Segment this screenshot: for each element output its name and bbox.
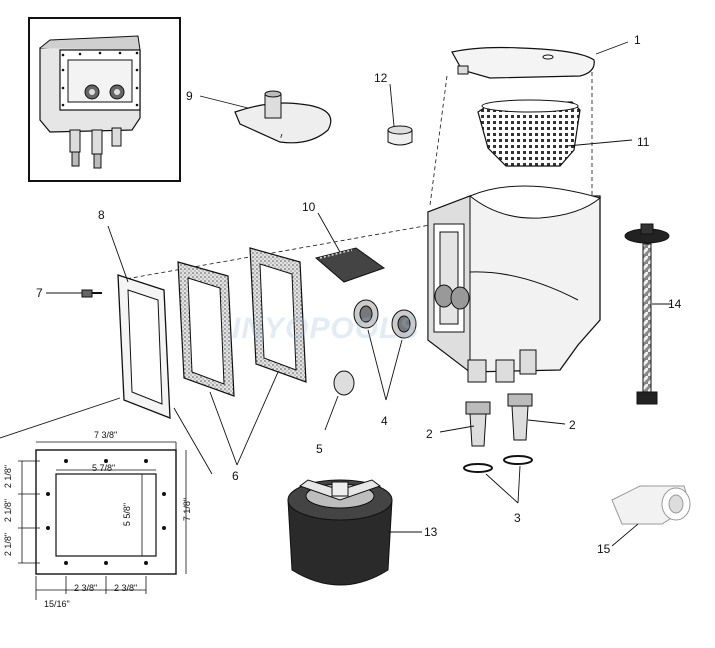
part-12-cap <box>387 125 413 146</box>
callout-4: 4 <box>381 414 388 428</box>
dim-left-spacing-top: 2 1/8" <box>3 464 14 489</box>
assembly-lines <box>119 72 593 281</box>
callout-12: 12 <box>374 71 388 85</box>
leader-lines <box>0 41 672 547</box>
callout-3: 3 <box>514 511 521 525</box>
callout-5: 5 <box>316 442 323 456</box>
part-2-adapters <box>465 393 533 447</box>
callout-6: 6 <box>232 469 239 483</box>
part-6-gaskets <box>177 247 307 397</box>
part-5-plug <box>333 370 355 396</box>
callout-8: 8 <box>98 208 105 222</box>
callout-15: 15 <box>597 542 611 556</box>
callout-7: 7 <box>36 286 43 300</box>
dim-opening-width: 5 7/8" <box>92 463 116 473</box>
dim-left-spacing-mid: 2 1/8" <box>3 498 14 523</box>
callout-10: 10 <box>302 200 316 214</box>
part-13-winter-plug <box>287 479 393 586</box>
dim-overall-width: 7 3/8" <box>94 430 118 440</box>
part-14-rod <box>624 223 670 405</box>
part-8-faceplate <box>117 274 171 419</box>
skimmer-body <box>427 185 602 383</box>
callout-11: 11 <box>637 135 650 149</box>
part-4-fittings <box>353 299 417 339</box>
part-15-return-fitting <box>611 485 691 525</box>
part-3-clamps <box>463 455 533 473</box>
dim-edge-offset: 15/16" <box>44 599 70 609</box>
faceplate-dimension-drawing <box>18 441 187 600</box>
part-1-skimmer-lid <box>451 46 595 79</box>
dim-opening-height: 5 5/8" <box>122 502 133 527</box>
assembled-skimmer-inset <box>28 17 181 182</box>
part-10-weir <box>314 247 386 283</box>
callout-2-right: 2 <box>569 418 576 432</box>
callout-14: 14 <box>668 297 682 311</box>
dim-overall-height: 7 1/8" <box>182 497 193 522</box>
part-7-screw <box>81 289 102 298</box>
dim-bottom-spacing-2: 2 3/8" <box>114 583 138 593</box>
watermark-logo: INYOPOOLS <box>232 312 420 345</box>
callout-2-left: 2 <box>426 427 433 441</box>
part-11-basket <box>477 99 581 167</box>
dim-bottom-spacing-1: 2 3/8" <box>74 583 98 593</box>
part-9-deck-plate <box>234 90 332 144</box>
dim-left-spacing-bottom: 2 1/8" <box>3 532 14 557</box>
callout-1: 1 <box>634 33 641 47</box>
callout-13: 13 <box>424 525 438 539</box>
callout-9: 9 <box>186 89 193 103</box>
